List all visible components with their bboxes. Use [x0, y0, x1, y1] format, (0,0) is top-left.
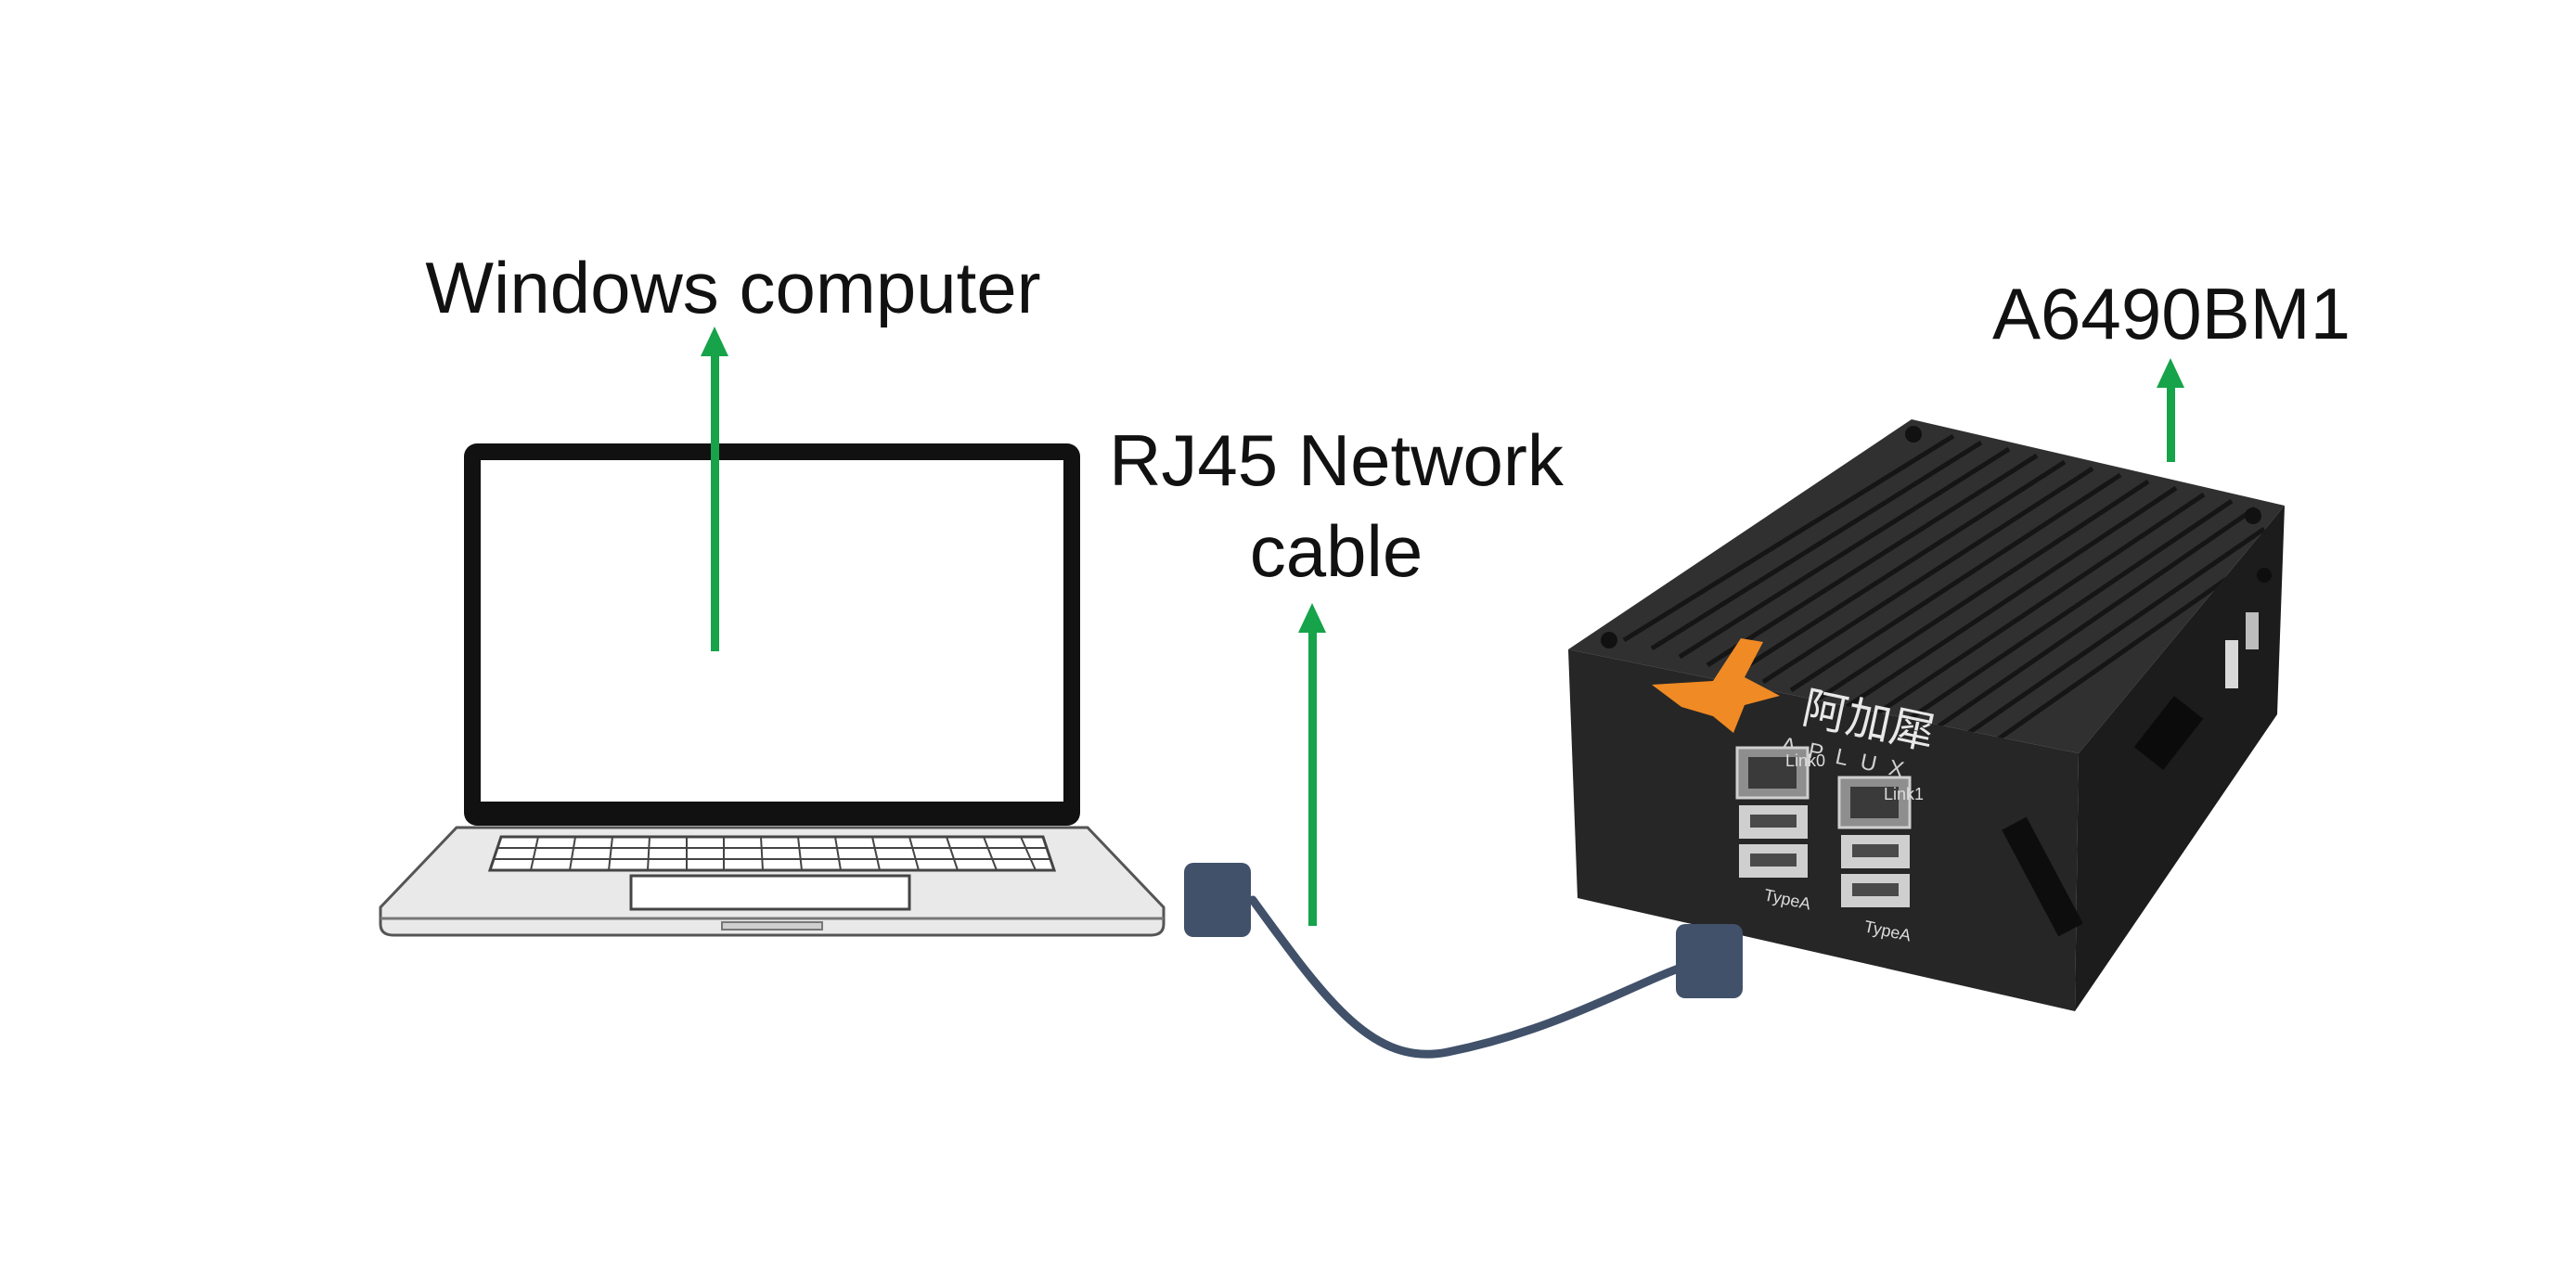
- port-group-link0: Link0 TypeA: [1735, 746, 1825, 914]
- aplux-logo-icon: [1652, 638, 1780, 733]
- device-heatsink: [1622, 433, 2273, 751]
- device-front-face: [1568, 649, 2079, 1011]
- laptop-screen: [481, 460, 1063, 802]
- port-label-link0: Link0: [1785, 751, 1825, 770]
- arrow-network-cable: [1298, 603, 1326, 926]
- label-device-model: A6490BM1: [1912, 269, 2431, 360]
- device-right-face: [2075, 506, 2285, 1011]
- cable-line: [1248, 895, 1694, 1059]
- arrow-device: [2157, 358, 2184, 462]
- cable-plug-right: [1676, 924, 1743, 998]
- port-group-link1: Link1 TypeA: [1837, 776, 1924, 945]
- laptop-illustration: [379, 443, 1166, 937]
- label-network-cable-line1: RJ45 Network: [1109, 419, 1564, 501]
- label-network-cable-line2: cable: [1249, 509, 1423, 592]
- cable-plug-left: [1184, 863, 1251, 937]
- label-windows-computer: Windows computer: [390, 243, 1076, 334]
- device-illustration: 阿加犀 APLUX Link0 TypeA Link1 TypeA: [1568, 419, 2285, 1011]
- annotation-arrows: [701, 327, 2184, 926]
- label-windows-computer-text: Windows computer: [425, 247, 1041, 328]
- arrow-windows-computer: [701, 327, 728, 651]
- label-network-cable: RJ45 Network cable: [1095, 416, 1578, 597]
- label-device-model-text: A6490BM1: [1992, 273, 2351, 354]
- rj45-cable: [1184, 863, 1743, 1059]
- laptop-keyboard: [487, 835, 1057, 872]
- laptop-trackpad: [629, 874, 911, 911]
- device-pin-header: [2002, 816, 2083, 937]
- port-label-link1: Link1: [1884, 785, 1924, 803]
